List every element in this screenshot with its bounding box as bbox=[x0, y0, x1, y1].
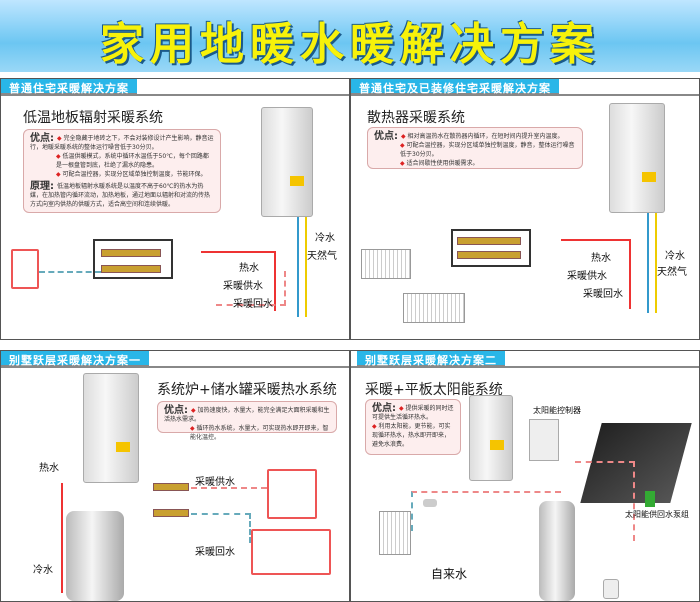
advantages-box: 优点: 相对高温热水在散热器内循环，在短时间内提升室内温度。 可配合温控器，实现… bbox=[367, 127, 583, 169]
title-banner: 家用地暖水暖解决方案 bbox=[0, 0, 700, 72]
label-solar-controller: 太阳能控制器 bbox=[533, 406, 581, 415]
radiator bbox=[403, 293, 465, 323]
divider bbox=[1, 366, 349, 368]
label-return: 采暖回水 bbox=[583, 289, 623, 300]
pipe bbox=[61, 483, 63, 593]
panel-radiator: 普通住宅及已装修住宅采暖解决方案 散热器采暖系统 优点: 相对高温热水在散热器内… bbox=[350, 78, 700, 340]
panel-header: 普通住宅及已装修住宅采暖解决方案 bbox=[351, 79, 559, 95]
pump-unit bbox=[645, 491, 655, 507]
divider bbox=[351, 94, 699, 96]
panel-solar: 别墅跃层采暖解决方案二 采暖+平板太阳能系统 优点: 提供采暖的同时还可提供生活… bbox=[350, 350, 700, 602]
pipe bbox=[655, 213, 657, 313]
label-supply: 采暖供水 bbox=[223, 281, 263, 292]
panel-header: 普通住宅采暖解决方案 bbox=[1, 79, 137, 95]
pipe bbox=[191, 513, 251, 543]
storage-tank bbox=[66, 511, 124, 601]
manifold bbox=[153, 509, 189, 517]
adv-item: 适合间歇性使用供暖需求。 bbox=[400, 159, 576, 168]
label-hot-water: 热水 bbox=[591, 253, 611, 264]
advantages-box: 优点: 完全隐藏于地砖之下，不会对装修设计产生影响，静音运行，地暖采暖系统的整体… bbox=[23, 129, 221, 213]
floor-coil bbox=[251, 529, 331, 575]
manifold-frame bbox=[93, 239, 173, 279]
pipe bbox=[647, 213, 649, 313]
label-supply: 采暖供水 bbox=[195, 477, 235, 488]
pipe bbox=[575, 461, 635, 541]
label-tap-water: 自来水 bbox=[431, 567, 468, 581]
pipe bbox=[216, 271, 286, 306]
floor-coil bbox=[11, 249, 39, 289]
page-title: 家用地暖水暖解决方案 bbox=[100, 19, 600, 70]
expansion-tank bbox=[603, 579, 619, 599]
pipe bbox=[305, 217, 307, 317]
adv-item: 可配合温控器，实现分区域单独控制温度，节能环保。 bbox=[56, 170, 214, 179]
adv-item: 完全隐藏于地砖之下，不会对装修设计产生影响，静音运行，地暖采暖系统的整体运行噪音… bbox=[30, 134, 214, 152]
panel-system-boiler: 别墅跃层采暖解决方案一 系统炉+储水罐采暖热水系统 优点: 加热速度快，水量大，… bbox=[0, 350, 350, 602]
label-gas: 天然气 bbox=[307, 251, 337, 262]
label-hot-water: 热水 bbox=[239, 263, 259, 274]
adv-label: 优点: bbox=[30, 133, 54, 144]
adv-label: 优点: bbox=[164, 405, 188, 416]
boiler bbox=[83, 373, 139, 483]
adv-label: 优点: bbox=[374, 131, 398, 142]
adv-item: 相对高温热水在散热器内循环，在短时间内提升室内温度。 bbox=[374, 132, 576, 141]
panel-title: 散热器采暖系统 bbox=[367, 110, 465, 126]
label-cold-water: 冷水 bbox=[33, 565, 53, 576]
principle-text: 低温地板辐射水暖系统是以温度不高于60℃的热水为热媒，在加热管内循环流动，加热地… bbox=[30, 183, 211, 208]
label-return: 采暖回水 bbox=[195, 547, 235, 558]
pipe bbox=[561, 239, 631, 309]
adv-item: 可配合温控器，实现分区域单独控制温度，静音，整体运行噪音低于30分贝。 bbox=[400, 141, 576, 159]
manifold bbox=[101, 249, 161, 257]
adv-item: 利用太阳能，更节能，可实现循环热水，热水即开即来，避免水浪费。 bbox=[372, 422, 454, 449]
boiler bbox=[261, 107, 313, 217]
label-gas: 天然气 bbox=[657, 267, 687, 278]
floor-coil bbox=[267, 469, 317, 519]
pipe bbox=[411, 491, 561, 531]
manifold bbox=[457, 237, 521, 245]
tap-icon bbox=[423, 499, 437, 507]
panel-header: 别墅跃层采暖解决方案二 bbox=[357, 351, 505, 367]
boiler bbox=[609, 103, 665, 213]
pipe bbox=[191, 487, 267, 489]
adv-item: 提供采暖的同时还可提供生活循环热水。 bbox=[372, 404, 454, 422]
radiator bbox=[361, 249, 411, 279]
label-cold-water: 冷水 bbox=[665, 251, 685, 262]
panel-title: 低温地板辐射采暖系统 bbox=[23, 110, 163, 126]
adv-item: 循环热水系统，水量大，可实现热水即开即来，智能化温控。 bbox=[190, 424, 330, 442]
principle-label: 原理: bbox=[30, 181, 54, 192]
panel-title: 采暖+平板太阳能系统 bbox=[365, 382, 503, 398]
manifold bbox=[457, 251, 521, 259]
divider bbox=[351, 366, 699, 368]
label-pump-unit: 太阳能供回水泵组 bbox=[625, 510, 689, 519]
divider bbox=[1, 94, 349, 96]
label-cold-water: 冷水 bbox=[315, 233, 335, 244]
panel-header: 别墅跃层采暖解决方案一 bbox=[1, 351, 149, 367]
label-supply: 采暖供水 bbox=[567, 271, 607, 282]
adv-item: 加热速度快，水量大，能完全满足大面积采暖和生活热水需求。 bbox=[164, 406, 330, 424]
storage-tank bbox=[539, 501, 575, 601]
panel-floor-heating: 普通住宅采暖解决方案 低温地板辐射采暖系统 优点: 完全隐藏于地砖之下，不会对装… bbox=[0, 78, 350, 340]
manifold bbox=[153, 483, 189, 491]
adv-item: 低温供暖模式，系统中循环水温低于50℃，每个回路都是一根盘管到底，杜绝了漏水的隐… bbox=[56, 152, 214, 170]
advantages-box: 优点: 加热速度快，水量大，能完全满足大面积采暖和生活热水需求。 循环热水系统，… bbox=[157, 401, 337, 441]
solar-controller bbox=[529, 419, 559, 461]
adv-label: 优点: bbox=[372, 403, 396, 414]
manifold-frame bbox=[451, 229, 531, 267]
manifold bbox=[101, 265, 161, 273]
boiler bbox=[469, 395, 513, 481]
pipe bbox=[297, 217, 299, 317]
pipe bbox=[201, 251, 276, 311]
label-return: 采暖回水 bbox=[233, 299, 273, 310]
label-hot-water: 热水 bbox=[39, 463, 59, 474]
pipe bbox=[39, 271, 101, 273]
panel-title: 系统炉+储水罐采暖热水系统 bbox=[157, 382, 337, 398]
radiator bbox=[379, 511, 411, 555]
advantages-box: 优点: 提供采暖的同时还可提供生活循环热水。 利用太阳能，更节能，可实现循环热水… bbox=[365, 399, 461, 455]
